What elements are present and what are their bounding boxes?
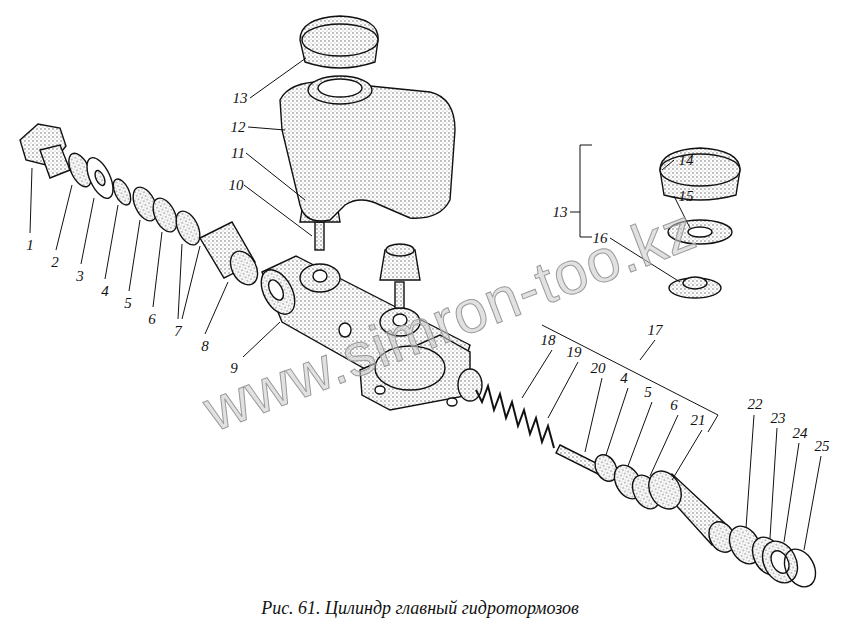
callout-number: 9 (230, 361, 238, 376)
callout-number: 17 (648, 323, 663, 338)
callout-number: 25 (815, 439, 830, 454)
callout-number: 15 (679, 189, 694, 204)
callout-number: 22 (748, 397, 763, 412)
callout-number: 11 (231, 146, 245, 161)
callout-number: 3 (76, 269, 84, 284)
callout-number: 18 (541, 333, 556, 348)
callout-number: 6 (670, 398, 678, 413)
callout-number: 8 (201, 339, 209, 354)
callout-number: 12 (231, 120, 246, 135)
callout-number: 2 (51, 255, 59, 270)
watermark: www.simron-too.kz (196, 199, 703, 442)
callout-number: 13 (553, 205, 568, 220)
callout-number: 7 (174, 324, 182, 339)
callout-number: 1 (26, 238, 34, 253)
callout-number: 14 (679, 153, 694, 168)
callout-number: 16 (593, 231, 608, 246)
callout-number: 13 (233, 91, 248, 106)
figure-caption: Рис. 61. Цилиндр главный гидротормозов (261, 599, 579, 617)
callout-number: 24 (793, 426, 808, 441)
callout-number: 23 (771, 411, 786, 426)
callout-number: 5 (124, 296, 132, 311)
callout-number: 21 (691, 413, 706, 428)
callout-number: 4 (620, 371, 628, 386)
callout-number: 5 (644, 385, 652, 400)
callout-number: 20 (591, 361, 606, 376)
callout-number: 10 (229, 178, 244, 193)
callout-number: 19 (567, 345, 582, 360)
callout-number: 4 (101, 284, 109, 299)
callout-number: 6 (148, 312, 156, 327)
